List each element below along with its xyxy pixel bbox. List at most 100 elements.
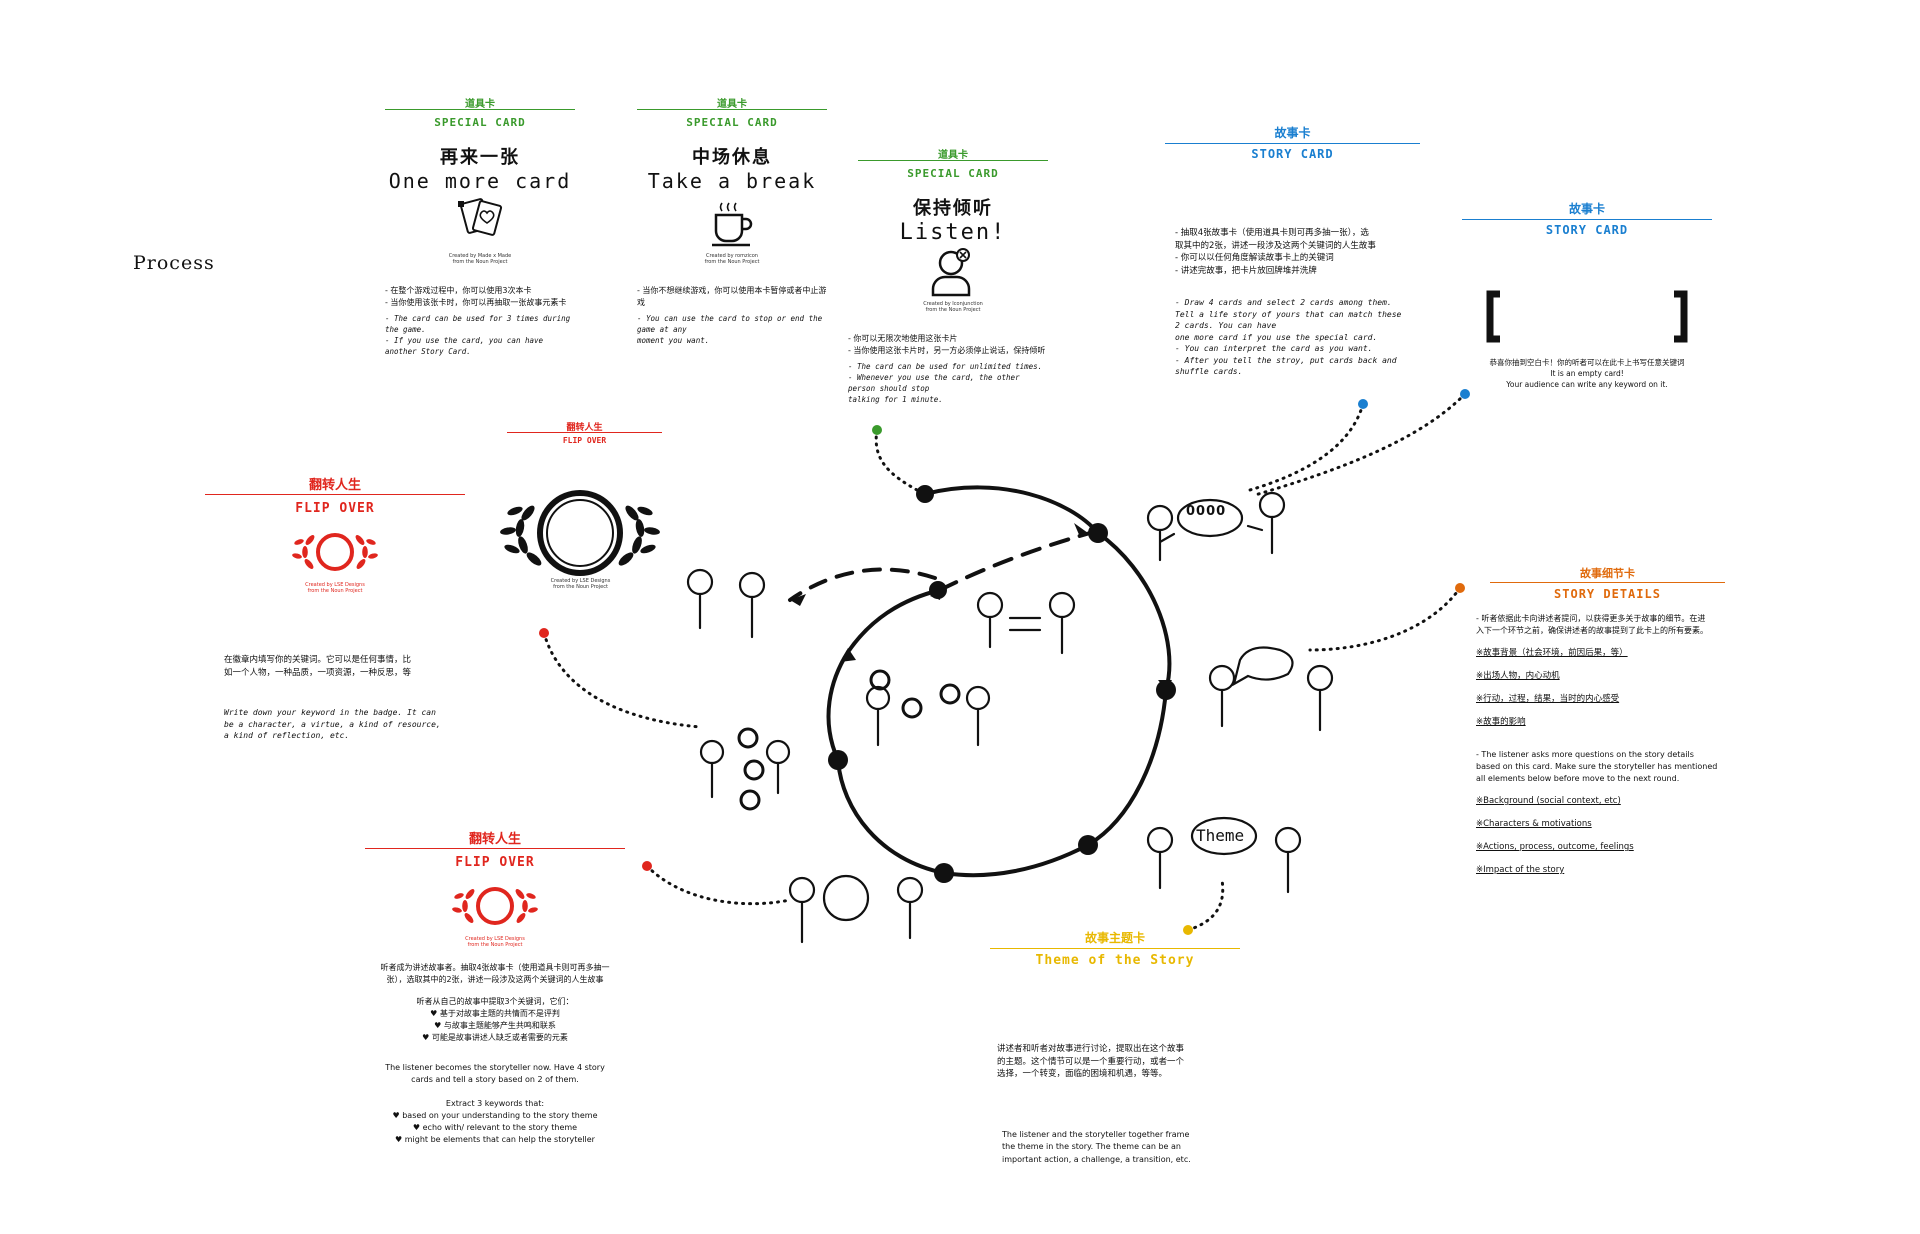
rule-cn: - 抽取4张故事卡（使用道具卡则可再多抽一张），选 [1175, 228, 1369, 238]
story-card-empty: 故事卡 STORY CARD 恭喜你抽到空白卡！你的听者可以在此卡上书写任意关键… [1462, 200, 1712, 390]
connector-details [1308, 586, 1462, 652]
details-cn-header: 故事细节卡 [1580, 567, 1635, 580]
cycle-arc [826, 650, 850, 762]
rule-en: - The listener asks more questions on th… [1476, 750, 1694, 759]
rule-en: cards and tell a story based on 2 of the… [411, 1075, 579, 1084]
rule-en: - Draw 4 cards and select 2 cards among … [1175, 298, 1392, 307]
connector-story-1 [1248, 402, 1365, 492]
theme-card: 故事主题卡 Theme of the Story 讲述者和听者对故事进行讨论，提… [990, 929, 1240, 1166]
arrowhead [840, 648, 856, 662]
empty-card-text-en: It is an empty card! [1550, 369, 1624, 378]
cycle-arc [1086, 688, 1168, 847]
card-name-en: One more card [388, 169, 572, 193]
rule-en: the theme in the story. The theme can be… [1002, 1142, 1181, 1151]
cycle-node [934, 863, 954, 883]
rule-en: ♥ based on your understanding to the sto… [392, 1111, 598, 1120]
rule-en: talking for 1 minute. [848, 395, 943, 404]
empty-card-text-cn: 恭喜你抽到空白卡！你的听者可以在此卡上书写任意关键词 [1489, 358, 1685, 367]
rule-en: - The card can be used for unlimited tim… [848, 362, 1043, 371]
rule-en: Write down your keyword in the badge. It… [224, 708, 436, 717]
rule-cn: - 听者依据此卡向讲述者提问，以获得更多关于故事的细节。在进 [1476, 614, 1706, 623]
cycle-nodes [828, 485, 1176, 883]
flip-cn-header: 翻转人生 [468, 832, 521, 847]
rule-en: a kind of reflection, etc. [224, 731, 350, 740]
card-name-en: Listen! [899, 220, 1007, 245]
rule-cn: ♥ 基于对故事主题的共情而不是评判 [430, 1009, 560, 1018]
story-card-cn-header: 故事卡 [1568, 202, 1605, 216]
card-name-cn: 中场休息 [692, 147, 772, 168]
card-name-cn: 保持倾听 [913, 198, 993, 219]
detail-item-cn: ※出场人物，内心动机 [1476, 671, 1560, 681]
special-card-cn-header: 道具卡 [465, 99, 495, 110]
theme-en-header: Theme of the Story [1035, 953, 1195, 968]
details-endpoint-dot [1455, 583, 1465, 593]
cycle-arc [846, 588, 942, 654]
rule-cn: - 讲述完故事，把卡片放回牌堆并洗牌 [1175, 265, 1317, 276]
theme-cn-header: 故事主题卡 [1084, 931, 1145, 945]
rule-cn: - 你可以以任何角度解读故事卡上的关键词 [1175, 253, 1334, 263]
figure-pair-upper-left [686, 568, 766, 639]
mute-person-icon [858, 245, 1048, 301]
arrowhead [1074, 523, 1088, 537]
rule-en: The listener and the storyteller togethe… [1002, 1129, 1190, 1139]
detail-item-en: ※Background (social context, etc) [1476, 796, 1621, 806]
rule-en: - If you use the card, you can have anot… [385, 336, 544, 356]
rule-cn: 听者从自己的故事中提取3个关键词，它们： [416, 997, 574, 1006]
rule-cn: - 你可以无限次地使用这张卡片 [848, 334, 958, 343]
figure-pair-details [1208, 646, 1334, 732]
story-card-en-header: STORY CARD [1251, 147, 1334, 161]
special-card-en-header: SPECIAL CARD [686, 116, 778, 129]
flip-cn-header: 翻转人生 [566, 423, 603, 433]
rule-en: - The card can be used for 3 times durin… [385, 314, 571, 334]
figure-pair-flip-bottom [788, 874, 924, 944]
rule-en: Extract 3 keywords that: [445, 1099, 545, 1108]
special-card-en-header: SPECIAL CARD [907, 167, 999, 180]
flip-en-header: FLIP OVER [455, 855, 535, 870]
rule-en: all elements below before move to the ne… [1476, 774, 1680, 783]
figure-pair-inner [865, 685, 991, 747]
special-endpoint-dot [872, 425, 882, 435]
rule-en: - You can interpret the card as you want… [1175, 344, 1373, 353]
rule-en: ♥ echo with/ relevant to the story theme [412, 1123, 578, 1132]
special-card-take-break: 道具卡 SPECIAL CARD 中场休息 Take a break Creat… [637, 95, 827, 346]
rule-en: 2 cards. You can have [1175, 321, 1277, 330]
rule-cn: 如一个人物，一种品质，一项资源，一种反思，等 [224, 667, 412, 678]
flip-cn-header: 翻转人生 [308, 478, 361, 493]
story-cards-bubble-label: 0000 [1186, 504, 1227, 519]
theme-endpoint-dot [1183, 925, 1193, 935]
page-title: Process [133, 252, 215, 274]
rule-cn: 的主题。这个情节可以是一个重要行动，或者一个 [997, 1056, 1185, 1067]
rule-cn: - 当你使用这张卡片时，另一方必须停止说话，保持倾听 [848, 346, 1046, 355]
rule-en: The listener becomes the storyteller now… [385, 1063, 605, 1072]
rule-cn: 在徽章内填写你的关键词。它可以是任何事情，比 [224, 655, 412, 665]
rule-en: Tell a life story of yours that can matc… [1175, 309, 1402, 319]
figure-pair-theme [1146, 816, 1302, 894]
coffee-cup-icon [637, 193, 827, 253]
cycle-node [828, 750, 848, 770]
cycle-dashed-arc [938, 531, 1092, 592]
rule-cn: - 当你不想继续游戏，你可以使用本卡暂停或者中止游戏 [637, 286, 827, 307]
detail-item-en: ※Characters & motivations [1476, 819, 1592, 829]
connector-flip-left [542, 631, 702, 729]
cycle-arc [1096, 531, 1172, 692]
flip-endpoint-dot [539, 628, 549, 638]
cycle-node [1156, 680, 1176, 700]
cycle-node [916, 485, 934, 503]
rule-en: ♥ might be elements that can help the st… [395, 1135, 595, 1144]
rule-cn: - 在整个游戏过程中，你可以使用3次本卡 [385, 286, 532, 295]
rule-cn: 取其中的2张，讲述一段涉及这两个关键词的人生故事 [1175, 240, 1376, 251]
story-details-card: 故事细节卡 STORY DETAILS - 听者依据此卡向讲述者提问，以获得更多… [1476, 565, 1725, 887]
detail-item-cn: ※故事的影响 [1476, 717, 1526, 727]
cycle-node [929, 581, 947, 599]
detail-item-cn: ※行动，过程，结果，当时的内心感受 [1476, 694, 1620, 704]
card-name-cn: 再来一张 [440, 147, 520, 168]
cycle-node [1088, 523, 1108, 543]
mini-wreaths [737, 669, 961, 811]
